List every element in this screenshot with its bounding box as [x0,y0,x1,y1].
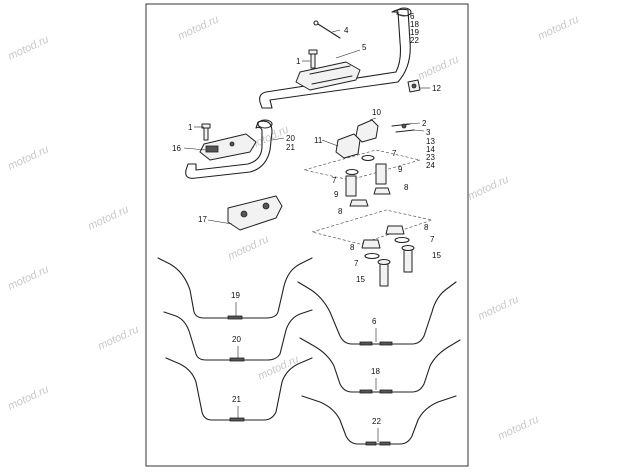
bar-label-22: 22 [372,417,381,426]
callout-2: 2 [422,119,427,128]
bar-label-21: 21 [232,395,241,404]
bar-label-18: 18 [371,367,380,376]
callouts: 1 4 5 6 18 19 22 12 1 20 21 16 17 11 10 … [172,12,441,284]
watermark-text: motod.ru [476,293,520,322]
callout-10: 10 [372,108,381,117]
callout-19: 19 [410,28,419,37]
callout-8: 8 [350,243,355,252]
callout-16: 16 [172,144,181,153]
watermark-text: motod.ru [6,143,50,172]
bar-label-6: 6 [372,317,377,326]
clip [407,79,421,93]
handlebar-20: 20 [163,309,313,362]
bolt-lower [201,123,211,141]
callout-24: 24 [426,161,435,170]
watermark-text: motod.ru [6,33,50,62]
leader-lines [183,13,430,225]
watermark-layer: motod.ru motod.ru motod.ru motod.ru moto… [6,13,580,442]
watermark-text: motod.ru [96,323,140,352]
callout-6: 6 [410,12,415,21]
callout-18: 18 [410,20,419,29]
callout-15: 15 [356,275,365,284]
watermark-text: motod.ru [416,53,460,82]
page-border [145,3,469,467]
watermark-text: motod.ru [466,173,510,202]
callout-8: 8 [404,183,409,192]
callout-8: 8 [424,223,429,232]
callout-8: 8 [338,207,343,216]
bar-label-19: 19 [231,291,240,300]
callout-4: 4 [344,26,349,35]
handlebar-18: 18 [299,337,461,394]
callout-7: 7 [392,149,397,158]
riser-assembly [303,119,434,287]
callout-11: 11 [314,136,323,145]
callout-1-upper: 1 [296,57,301,66]
callout-7: 7 [354,259,359,268]
lower-top-clamp [199,133,257,161]
callout-14: 14 [426,145,435,154]
bolt-upper [308,49,318,69]
upper-clamp [295,61,361,91]
callout-9: 9 [398,165,403,174]
callout-9: 9 [334,190,339,199]
callout-21: 21 [286,143,295,152]
callout-1-lower: 1 [188,123,193,132]
handlebar-19: 19 [157,257,313,320]
callout-7: 7 [430,235,435,244]
callout-15: 15 [432,251,441,260]
callout-20: 20 [286,134,295,143]
watermark-text: motod.ru [496,413,540,442]
bar-label-20: 20 [232,335,241,344]
watermark-text: motod.ru [176,13,220,42]
lower-handlebar [185,119,273,179]
callout-5: 5 [362,43,367,52]
callout-7: 7 [332,176,337,185]
pin [313,20,341,39]
handlebar-22: 22 [301,395,457,446]
handlebar-6: 6 [297,281,457,346]
watermark-text: motod.ru [226,233,270,262]
watermark-text: motod.ru [536,13,580,42]
callout-22: 22 [410,36,419,45]
upper-handlebar [259,7,412,109]
callout-17: 17 [198,215,207,224]
watermark-text: motod.ru [6,383,50,412]
handlebar-21: 21 [165,357,313,422]
callout-13: 13 [426,137,435,146]
callout-3: 3 [426,128,431,137]
watermark-text: motod.ru [86,203,130,232]
watermark-text: motod.ru [256,353,300,382]
watermark-text: motod.ru [6,263,50,292]
callout-23: 23 [426,153,435,162]
lower-bottom-clamp [227,195,283,231]
callout-12: 12 [432,84,441,93]
